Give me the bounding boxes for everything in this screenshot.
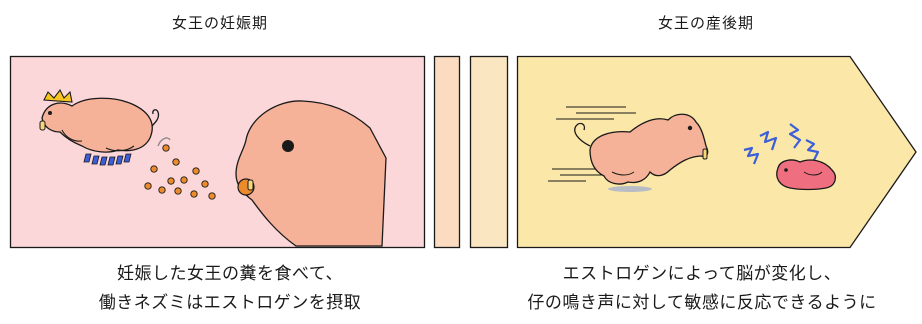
speed-lines (548, 106, 636, 182)
pregnant-queen-mole-rat (39, 97, 160, 153)
transition-bar-1 (433, 55, 461, 249)
pup-mole-rat (776, 159, 837, 191)
postpartum-heading: 女王の産後期 (657, 14, 754, 32)
worker-mole-rat-head (235, 100, 387, 247)
pregnancy-caption-line-1: 妊娠した女王の糞を食べて、 (117, 264, 343, 284)
running-worker-mole-rat (574, 113, 709, 185)
postpartum-caption-line-2: 仔の鳴き声に対して敏感に反応できるように (527, 293, 877, 313)
postpartum-caption: エストロゲンによって脳が変化し、 仔の鳴き声に対して敏感に反応できるように (492, 260, 912, 318)
pregnancy-caption-line-2: 働きネズミはエストロゲンを摂取 (98, 293, 362, 313)
running-shadow (608, 186, 652, 192)
feces-pellets (144, 137, 216, 200)
transition-bar-2 (469, 55, 509, 249)
postpartum-arrow-panel (516, 55, 917, 249)
squeak-marks-queen (83, 153, 132, 166)
postpartum-caption-line-1: エストロゲンによって脳が変化し、 (562, 264, 842, 284)
crown-icon (43, 88, 73, 103)
pregnancy-caption: 妊娠した女王の糞を食べて、 働きネズミはエストロゲンを摂取 (40, 260, 420, 318)
squeak-lightning-icons (743, 123, 820, 165)
pregnancy-heading: 女王の妊娠期 (171, 14, 268, 32)
